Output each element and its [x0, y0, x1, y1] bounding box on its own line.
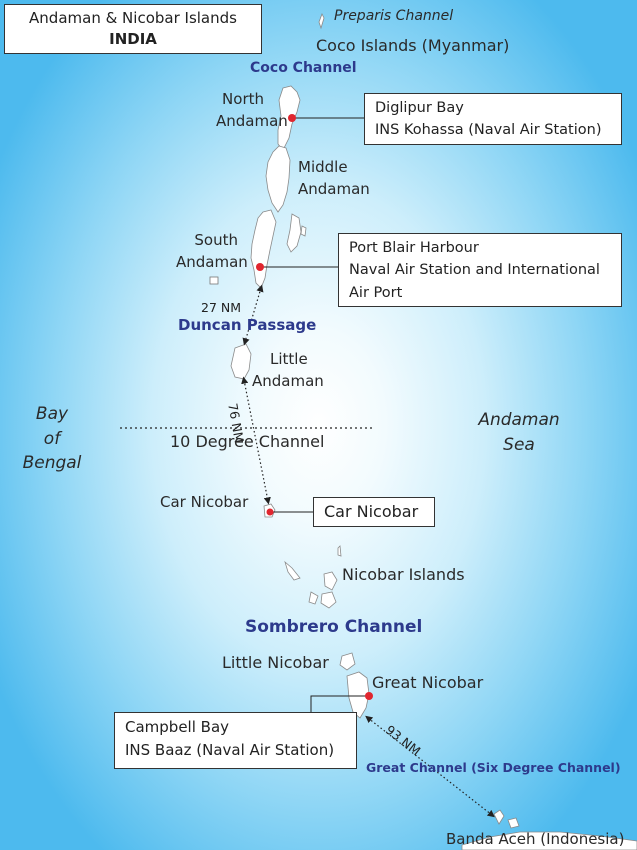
- diglipur-callout: Diglipur Bay INS Kohassa (Naval Air Stat…: [364, 93, 622, 145]
- title-box: Andaman & Nicobar Islands INDIA: [4, 4, 262, 54]
- duncan-distance-label: 27 NM: [201, 300, 242, 315]
- port-blair-callout-line-2: Naval Air Station and International: [349, 262, 600, 279]
- campbell-callout-line-2: INS Baaz (Naval Air Station): [125, 741, 335, 760]
- coco-channel-label: Coco Channel: [250, 60, 357, 76]
- diglipur-marker: [288, 114, 296, 122]
- bay-line-2: of: [43, 428, 61, 449]
- south-andaman-line-2: Andaman: [176, 252, 248, 271]
- preparis-channel-label: Preparis Channel: [334, 8, 454, 24]
- south-andaman-shape: [250, 209, 277, 289]
- campbell-callout-line-1: Campbell Bay: [125, 718, 230, 736]
- diglipur-callout-line-1: Diglipur Bay: [375, 100, 464, 116]
- nicobar-islet-b: [323, 571, 338, 591]
- duncan-passage-label: Duncan Passage: [178, 316, 317, 334]
- car-nicobar-marker: [266, 508, 274, 516]
- port-blair-callout-line-1: Port Blair Harbour: [349, 240, 479, 256]
- duncan-distance-arrow: [242, 284, 264, 346]
- middle-andaman-line-2: Andaman: [298, 179, 370, 198]
- little-nicobar-shape: [339, 652, 356, 671]
- middle-andaman-shape: [265, 145, 291, 213]
- great-nicobar-label: Great Nicobar: [372, 673, 484, 692]
- north-andaman-line-1: North: [222, 90, 264, 108]
- campbell-leader-line: [310, 695, 369, 712]
- nicobar-islet-e: [337, 545, 342, 557]
- middle-andaman-line-1: Middle: [298, 158, 348, 176]
- little-andaman-shape: [230, 343, 252, 380]
- car-nicobar-callout-text: Car Nicobar: [324, 502, 419, 521]
- car-nicobar-place-label: Car Nicobar: [160, 493, 249, 511]
- campbell-bay-callout: Campbell Bay INS Baaz (Naval Air Station…: [114, 712, 357, 769]
- nicobar-islands-label: Nicobar Islands: [342, 565, 465, 584]
- andaman-sea-label: Andaman Sea: [474, 408, 564, 457]
- coco-island-shape: [318, 13, 325, 30]
- great-channel-label: Great Channel (Six Degree Channel): [366, 760, 621, 775]
- little-andaman-line-1: Little: [270, 350, 308, 368]
- title-line-1: Andaman & Nicobar Islands: [29, 9, 237, 27]
- ten-degree-distance-arrow: [241, 376, 271, 505]
- diglipur-callout-line-2: INS Kohassa (Naval Air Station): [375, 122, 602, 139]
- sea-line-1: Andaman: [478, 410, 560, 430]
- sombrero-channel-label: Sombrero Channel: [245, 617, 423, 637]
- aceh-mainland-shape: [461, 831, 637, 850]
- bay-of-bengal-label: Bay of Bengal: [14, 402, 90, 476]
- banda-aceh-label: Banda Aceh (Indonesia): [446, 830, 625, 848]
- south-andaman-label: South Andaman: [176, 230, 248, 274]
- nicobar-islet-d: [320, 591, 337, 609]
- car-nicobar-callout: Car Nicobar: [313, 497, 435, 527]
- middle-andaman-label: Middle Andaman: [298, 157, 370, 201]
- coco-islands-label: Coco Islands (Myanmar): [316, 36, 510, 55]
- bay-line-3: Bengal: [22, 453, 82, 474]
- ritchies-archipelago-shape: [286, 213, 302, 253]
- little-nicobar-label: Little Nicobar: [222, 653, 329, 672]
- aceh-islet-a: [493, 809, 505, 825]
- south-andaman-line-1: South: [194, 231, 238, 249]
- little-andaman-line-2: Andaman: [252, 371, 324, 390]
- port-blair-callout-line-3: Air Port: [349, 284, 403, 301]
- ten-degree-channel-label: 10 Degree Channel: [170, 432, 325, 451]
- campbell-bay-marker: [365, 692, 373, 700]
- aceh-islet-b: [507, 817, 520, 829]
- port-blair-marker: [256, 263, 264, 271]
- great-nicobar-shape: [346, 671, 370, 719]
- bay-line-1: Bay: [35, 404, 69, 424]
- little-andaman-label: Little Andaman: [252, 349, 324, 393]
- north-andaman-label: North Andaman: [216, 89, 288, 133]
- sea-line-2: Sea: [503, 434, 535, 455]
- small-islet-square: [209, 276, 219, 285]
- nicobar-islet-a: [284, 560, 301, 581]
- title-line-2: INDIA: [109, 30, 157, 48]
- baratang-islet-shape: [300, 225, 307, 237]
- north-andaman-line-2: Andaman: [216, 111, 288, 130]
- nicobar-islet-c: [308, 591, 319, 605]
- port-blair-callout: Port Blair Harbour Naval Air Station and…: [338, 233, 622, 307]
